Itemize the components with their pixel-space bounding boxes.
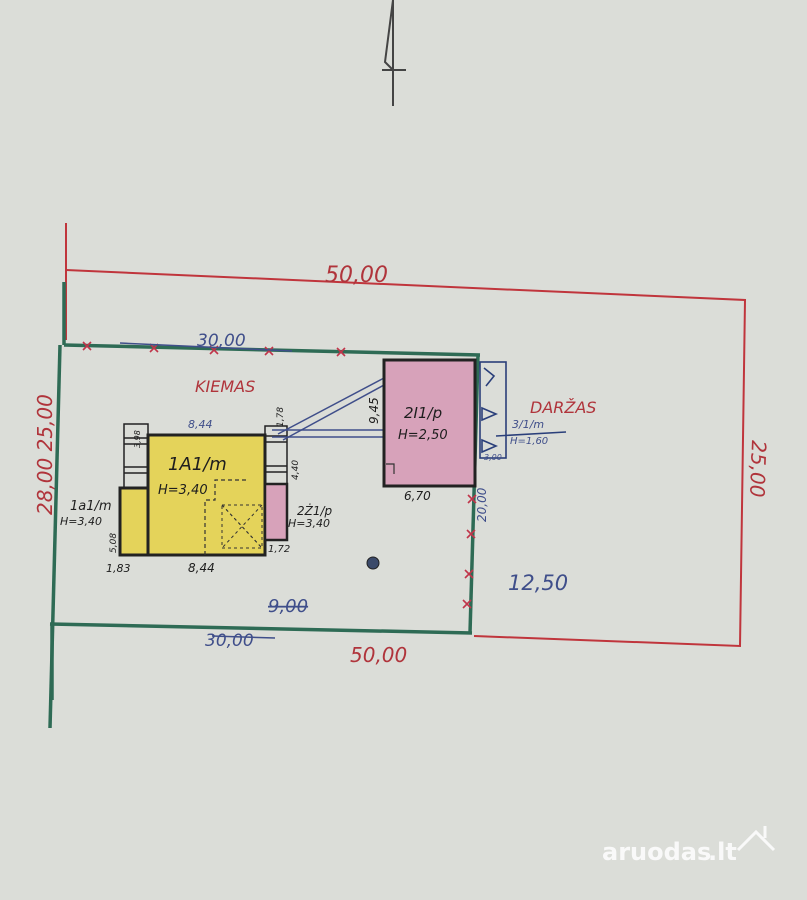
bottom-inner-mid-label: 9,00 <box>268 596 308 617</box>
left-outer-label: 28,00 25,00 <box>33 394 57 515</box>
fence-structure <box>479 361 567 459</box>
annex-height: H=3,40 <box>288 517 330 530</box>
walkway-lines <box>272 377 385 441</box>
annex-depth: 4,40 <box>291 460 301 480</box>
plot-boundary <box>65 223 747 648</box>
annex-code: 2Ż1/p <box>297 503 333 518</box>
house-main <box>146 433 267 557</box>
shed-width: 6,70 <box>404 489 431 503</box>
house-left-extension <box>118 486 150 557</box>
bottom-inner-dimension-line <box>211 635 276 639</box>
annex-width: 1,72 <box>268 544 290 555</box>
watermark-tld: .lt <box>708 838 737 866</box>
house-left-code: 1a1/m <box>70 499 112 514</box>
house-main-code: 1A1/m <box>168 454 227 475</box>
shed-building <box>382 358 477 488</box>
fence-item-width: 3,00 <box>484 453 502 462</box>
watermark-brand: aruodas <box>602 838 711 866</box>
house-logo-icon <box>736 826 776 852</box>
house-left-bottom: 1,83 <box>106 562 131 575</box>
shed-depth: 9,45 <box>367 397 381 424</box>
vertical-fence-label: 20,00 <box>475 487 489 522</box>
house-left-depth: 5,08 <box>109 533 119 553</box>
yard-label: KIEMAS <box>195 377 255 396</box>
house-top-right-small: 1,78 <box>276 407 286 427</box>
house-top-width: 8,44 <box>188 418 213 431</box>
house-main-height: H=3,40 <box>158 483 208 498</box>
house-top-left-small: 3,98 <box>133 430 142 448</box>
house-left-height: H=3,40 <box>60 515 102 528</box>
annex-building <box>263 482 289 542</box>
top-total-label: 50,00 <box>325 263 388 288</box>
well-icon <box>366 556 380 570</box>
house-bottom-width: 8,44 <box>188 561 215 575</box>
shed-code: 2I1/p <box>404 404 442 422</box>
right-side-label: 25,00 <box>745 440 771 498</box>
bottom-inner-label: 30,00 <box>205 631 254 651</box>
stair-top-left <box>123 423 149 489</box>
top-inner-label: 30,00 <box>197 331 246 351</box>
fence-item-height: H=1,60 <box>510 436 548 447</box>
top-inner-dimension-line <box>119 342 293 352</box>
fence-x-marks <box>82 341 477 609</box>
garden-label: DARŽAS <box>530 398 596 417</box>
fence-item-code: 3/1/m <box>512 418 544 431</box>
watermark: aruodas .lt <box>602 826 776 866</box>
north-arrow-icon <box>382 0 406 106</box>
bottom-total-label: 50,00 <box>350 643 407 667</box>
shed-height: H=2,50 <box>398 428 448 443</box>
right-inner-label: 12,50 <box>508 571 568 595</box>
